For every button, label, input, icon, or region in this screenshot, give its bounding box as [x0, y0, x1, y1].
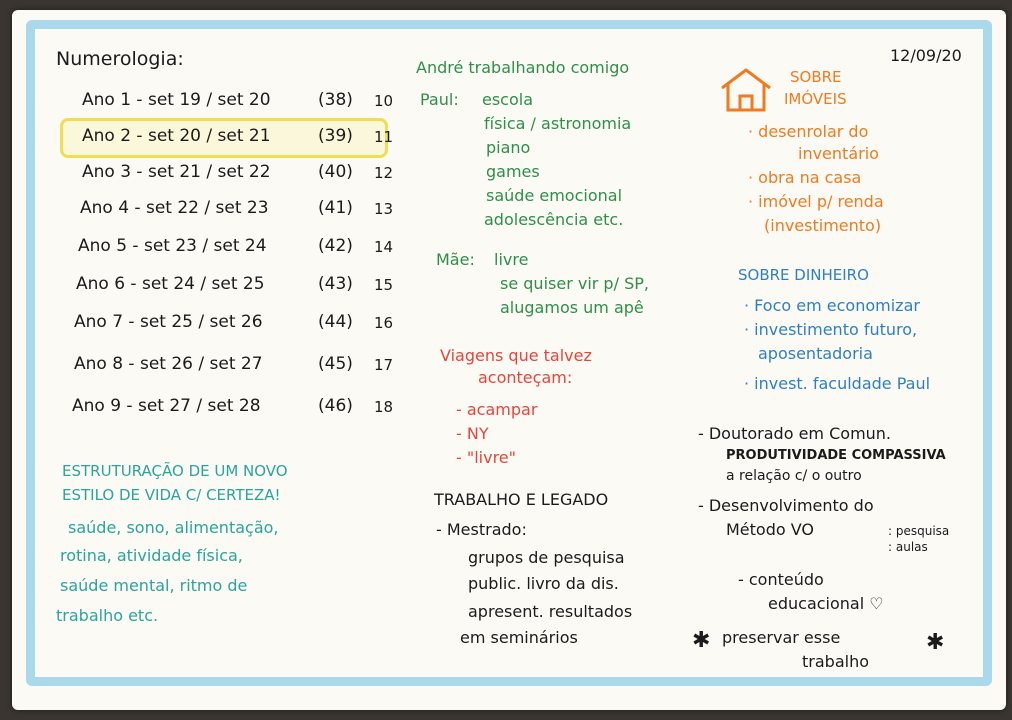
year-number: 15 [374, 276, 394, 294]
dinheiro-item: · investimento futuro, [744, 320, 918, 339]
estilo-line: trabalho etc. [56, 606, 159, 625]
year-label: Ano 4 - set 22 / set 23 [80, 198, 269, 218]
asterisk-icon: ✱ [926, 630, 945, 655]
imoveis-item: inventário [798, 144, 879, 163]
viagens-item: - NY [456, 424, 489, 443]
viagens-title-2: aconteçam: [478, 368, 573, 387]
year-age: (40) [318, 162, 353, 182]
viagens-title-1: Viagens que talvez [440, 346, 592, 365]
year-number: 16 [374, 314, 394, 332]
year-label: Ano 7 - set 25 / set 26 [74, 312, 263, 332]
year-label: Ano 9 - set 27 / set 28 [72, 396, 261, 416]
estilo-line: saúde mental, ritmo de [60, 576, 248, 595]
date-label: 12/09/20 [890, 46, 962, 65]
year-age: (44) [318, 312, 353, 332]
year-label: Ano 5 - set 23 / set 24 [78, 236, 267, 256]
preservar-line: preservar esse [722, 628, 841, 647]
year-age: (39) [318, 126, 353, 146]
estilo-title-1: ESTRUTURAÇÃO DE UM NOVO [62, 462, 288, 480]
dinheiro-item: · Foco em economizar [744, 296, 920, 315]
produtividade-label: PRODUTIVIDADE COMPASSIVA [726, 448, 946, 463]
year-highlight [60, 118, 388, 158]
paul-item: adolescência etc. [484, 210, 624, 229]
year-number: 17 [374, 356, 394, 374]
metodo-side: : aulas [888, 540, 928, 554]
mestrado-label: - Mestrado: [436, 520, 527, 539]
preservar-line: trabalho [802, 652, 869, 671]
mestrado-line: public. livro da dis. [468, 574, 619, 593]
page-border [26, 20, 992, 686]
house-icon [721, 68, 771, 112]
year-number: 18 [374, 398, 394, 416]
year-label: Ano 2 - set 20 / set 21 [82, 126, 271, 146]
year-age: (43) [318, 274, 353, 294]
paul-item: escola [482, 90, 534, 109]
paul-label: Paul: [420, 90, 459, 109]
imoveis-title-2: IMÓVEIS [784, 90, 847, 108]
mae-item: alugamos um apê [500, 298, 644, 317]
paul-item: piano [486, 138, 531, 157]
relacao-label: a relação c/ o outro [726, 468, 862, 484]
mae-label: Mãe: [436, 250, 475, 269]
asterisk-icon: ✱ [692, 628, 711, 653]
imoveis-title-1: SOBRE [790, 68, 842, 86]
year-age: (41) [318, 198, 353, 218]
year-number: 11 [374, 128, 394, 146]
dinheiro-item: aposentadoria [758, 344, 873, 363]
paul-item: saúde emocional [486, 186, 623, 205]
conteudo-line: educacional ♡ [768, 594, 884, 613]
dinheiro-title: SOBRE DINHEIRO [738, 266, 869, 284]
metodo-side: : pesquisa [888, 524, 950, 538]
year-number: 14 [374, 238, 394, 256]
paul-item: games [486, 162, 540, 181]
imoveis-item: · obra na casa [748, 168, 862, 187]
numerologia-title: Numerologia: [56, 48, 184, 70]
imoveis-item: (investimento) [764, 216, 882, 235]
imoveis-item: · desenrolar do [748, 122, 869, 141]
mestrado-line: grupos de pesquisa [468, 548, 625, 567]
year-number: 12 [374, 164, 394, 182]
notebook-page: 12/09/20 Numerologia: Ano 1 - set 19 / s… [12, 10, 1006, 710]
paul-item: física / astronomia [484, 114, 632, 133]
year-age: (42) [318, 236, 353, 256]
metodo-name: Método VO [726, 520, 814, 539]
conteudo-line: - conteúdo [738, 570, 824, 589]
year-label: Ano 1 - set 19 / set 20 [82, 90, 271, 110]
year-number: 13 [374, 200, 394, 218]
trabalho-title: TRABALHO E LEGADO [434, 490, 609, 509]
year-label: Ano 8 - set 26 / set 27 [74, 354, 263, 374]
year-label: Ano 3 - set 21 / set 22 [82, 162, 271, 182]
andre-title: André trabalhando comigo [416, 58, 630, 77]
year-age: (45) [318, 354, 353, 374]
year-label: Ano 6 - set 24 / set 25 [76, 274, 265, 294]
year-age: (46) [318, 396, 353, 416]
estilo-line: saúde, sono, alimentação, [68, 518, 279, 537]
estilo-line: rotina, atividade física, [60, 546, 243, 565]
mae-item: se quiser vir p/ SP, [500, 274, 649, 293]
mestrado-line: em seminários [460, 628, 578, 647]
year-number: 10 [374, 92, 394, 110]
estilo-title-2: ESTILO DE VIDA C/ CERTEZA! [62, 486, 281, 504]
metodo-line: - Desenvolvimento do [698, 496, 874, 515]
viagens-item: - acampar [456, 400, 538, 419]
year-age: (38) [318, 90, 353, 110]
imoveis-item: · imóvel p/ renda [748, 192, 884, 211]
doutorado-line: - Doutorado em Comun. [698, 424, 892, 443]
mestrado-line: apresent. resultados [468, 602, 633, 621]
viagens-item: - "livre" [456, 448, 517, 467]
dinheiro-item: · invest. faculdade Paul [744, 374, 931, 393]
mae-item: livre [494, 250, 529, 269]
